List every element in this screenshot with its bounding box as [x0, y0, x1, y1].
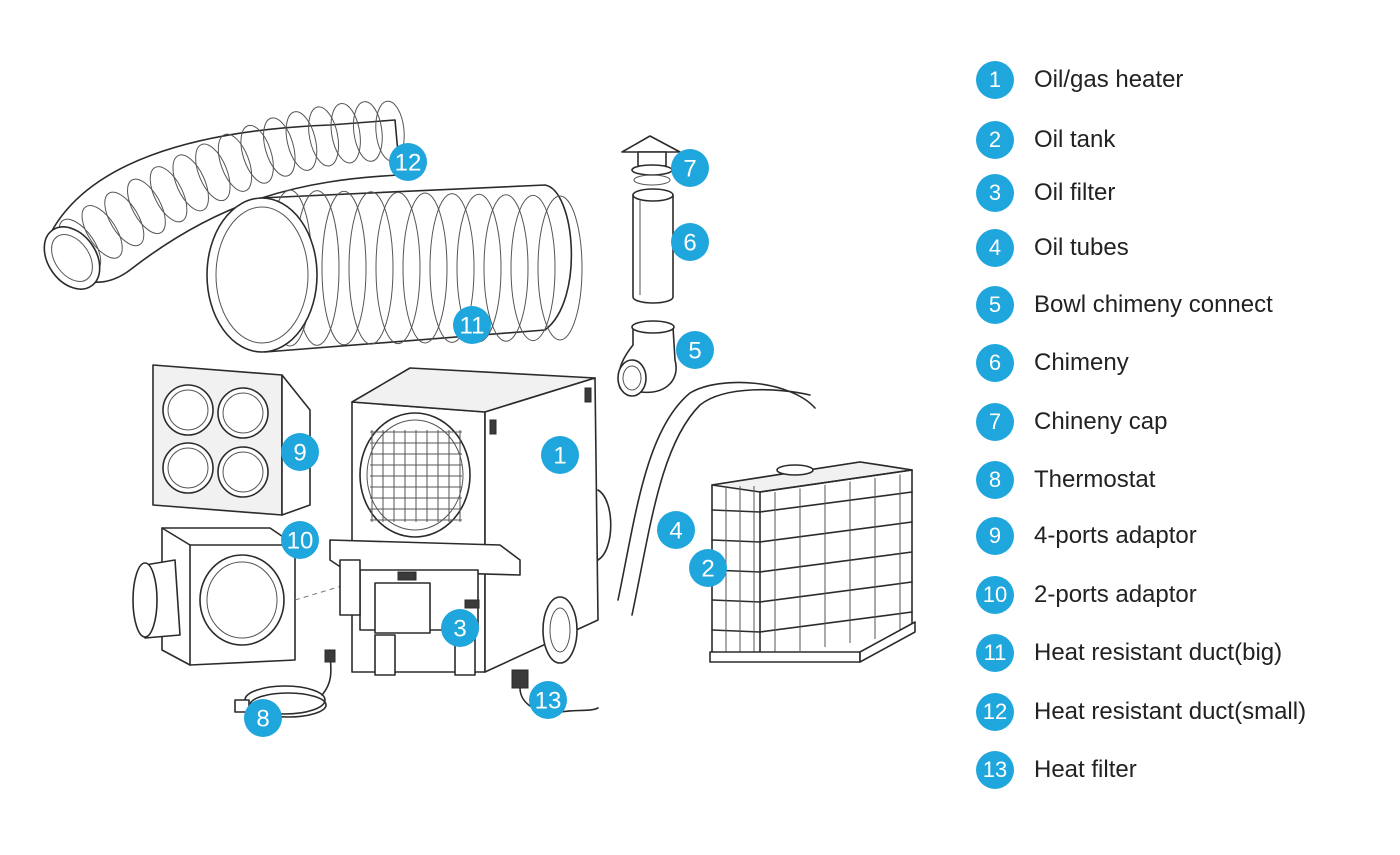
legend-item-7: 7 Chineny cap — [976, 402, 1167, 442]
legend-item-3: 3 Oil filter — [976, 173, 1115, 213]
part-badge-12: 12 — [389, 143, 427, 181]
thermostat-drawing — [234, 649, 336, 718]
part-badge-number: 12 — [395, 150, 422, 177]
part-badge-2: 2 — [689, 549, 727, 587]
legend-item-9: 9 4-ports adaptor — [976, 516, 1197, 556]
part-badge-number: 9 — [293, 440, 306, 467]
part-badge-number: 7 — [683, 156, 696, 183]
oil-tank-drawing — [709, 461, 916, 663]
chimney-connector-drawing — [617, 320, 677, 397]
legend-label: Oil/gas heater — [1034, 66, 1184, 93]
part-badge-9: 9 — [281, 433, 319, 471]
legend-number-badge: 6 — [976, 344, 1014, 382]
legend-number-badge: 1 — [976, 61, 1014, 99]
legend-item-4: 4 Oil tubes — [976, 228, 1129, 268]
part-badge-11: 11 — [453, 306, 491, 344]
part-badge-number: 4 — [669, 518, 682, 545]
legend-number-badge: 7 — [976, 403, 1014, 441]
legend-label: 4-ports adaptor — [1034, 522, 1197, 549]
legend-number-badge: 5 — [976, 286, 1014, 324]
chimney-cap-drawing — [621, 135, 681, 186]
legend-label: Oil filter — [1034, 179, 1116, 206]
legend-number-badge: 4 — [976, 229, 1014, 267]
legend-label: Heat resistant duct(small) — [1034, 698, 1307, 725]
big-duct-drawing — [206, 184, 583, 353]
legend-number-badge: 10 — [976, 576, 1014, 614]
part-badge-8: 8 — [244, 699, 282, 737]
part-badge-number: 13 — [535, 688, 562, 715]
part-badge-13: 13 — [529, 681, 567, 719]
legend-item-11: 11 Heat resistant duct(big) — [976, 633, 1282, 673]
legend-label: Heat resistant duct(big) — [1034, 639, 1283, 666]
two-port-adaptor-drawing — [132, 527, 346, 666]
part-badge-7: 7 — [671, 149, 709, 187]
part-badge-1: 1 — [541, 436, 579, 474]
legend-item-6: 6 Chimeny — [976, 343, 1129, 383]
legend-item-2: 2 Oil tank — [976, 120, 1115, 160]
legend-label: Chineny cap — [1034, 408, 1168, 435]
legend-label: Oil tank — [1034, 126, 1116, 153]
legend-label: Chimeny — [1034, 349, 1129, 376]
part-badge-10: 10 — [281, 521, 319, 559]
legend-number-badge: 11 — [976, 634, 1014, 672]
legend-item-13: 13 Heat filter — [976, 750, 1137, 790]
legend-number-badge: 9 — [976, 517, 1014, 555]
part-badge-5: 5 — [676, 331, 714, 369]
legend-item-10: 10 2-ports adaptor — [976, 575, 1197, 615]
part-badge-3: 3 — [441, 609, 479, 647]
legend-number-badge: 8 — [976, 461, 1014, 499]
part-badge-number: 1 — [553, 443, 566, 470]
legend-item-5: 5 Bowl chimeny connect — [976, 285, 1273, 325]
small-duct-drawing — [43, 100, 405, 290]
chimney-drawing — [632, 188, 674, 304]
legend-item-8: 8 Thermostat — [976, 460, 1155, 500]
part-badge-number: 3 — [453, 616, 466, 643]
legend-number-badge: 2 — [976, 121, 1014, 159]
legend-label: Bowl chimeny connect — [1034, 291, 1273, 318]
part-badge-number: 6 — [683, 230, 696, 257]
legend-number-badge: 3 — [976, 174, 1014, 212]
part-badge-number: 10 — [287, 528, 314, 555]
part-badge-number: 5 — [688, 338, 701, 365]
legend-item-12: 12 Heat resistant duct(small) — [976, 692, 1306, 732]
legend-label: Heat filter — [1034, 756, 1137, 783]
legend-number-badge: 13 — [976, 751, 1014, 789]
part-badge-6: 6 — [671, 223, 709, 261]
part-badge-number: 2 — [701, 556, 714, 583]
legend-item-1: 1 Oil/gas heater — [976, 60, 1183, 100]
legend-label: Thermostat — [1034, 466, 1156, 493]
part-badge-4: 4 — [657, 511, 695, 549]
part-badge-number: 11 — [460, 313, 485, 340]
legend-label: 2-ports adaptor — [1034, 581, 1197, 608]
oil-tubes-drawing — [617, 381, 816, 616]
part-badge-number: 8 — [256, 706, 269, 733]
legend-number-badge: 12 — [976, 693, 1014, 731]
legend-label: Oil tubes — [1034, 234, 1129, 261]
